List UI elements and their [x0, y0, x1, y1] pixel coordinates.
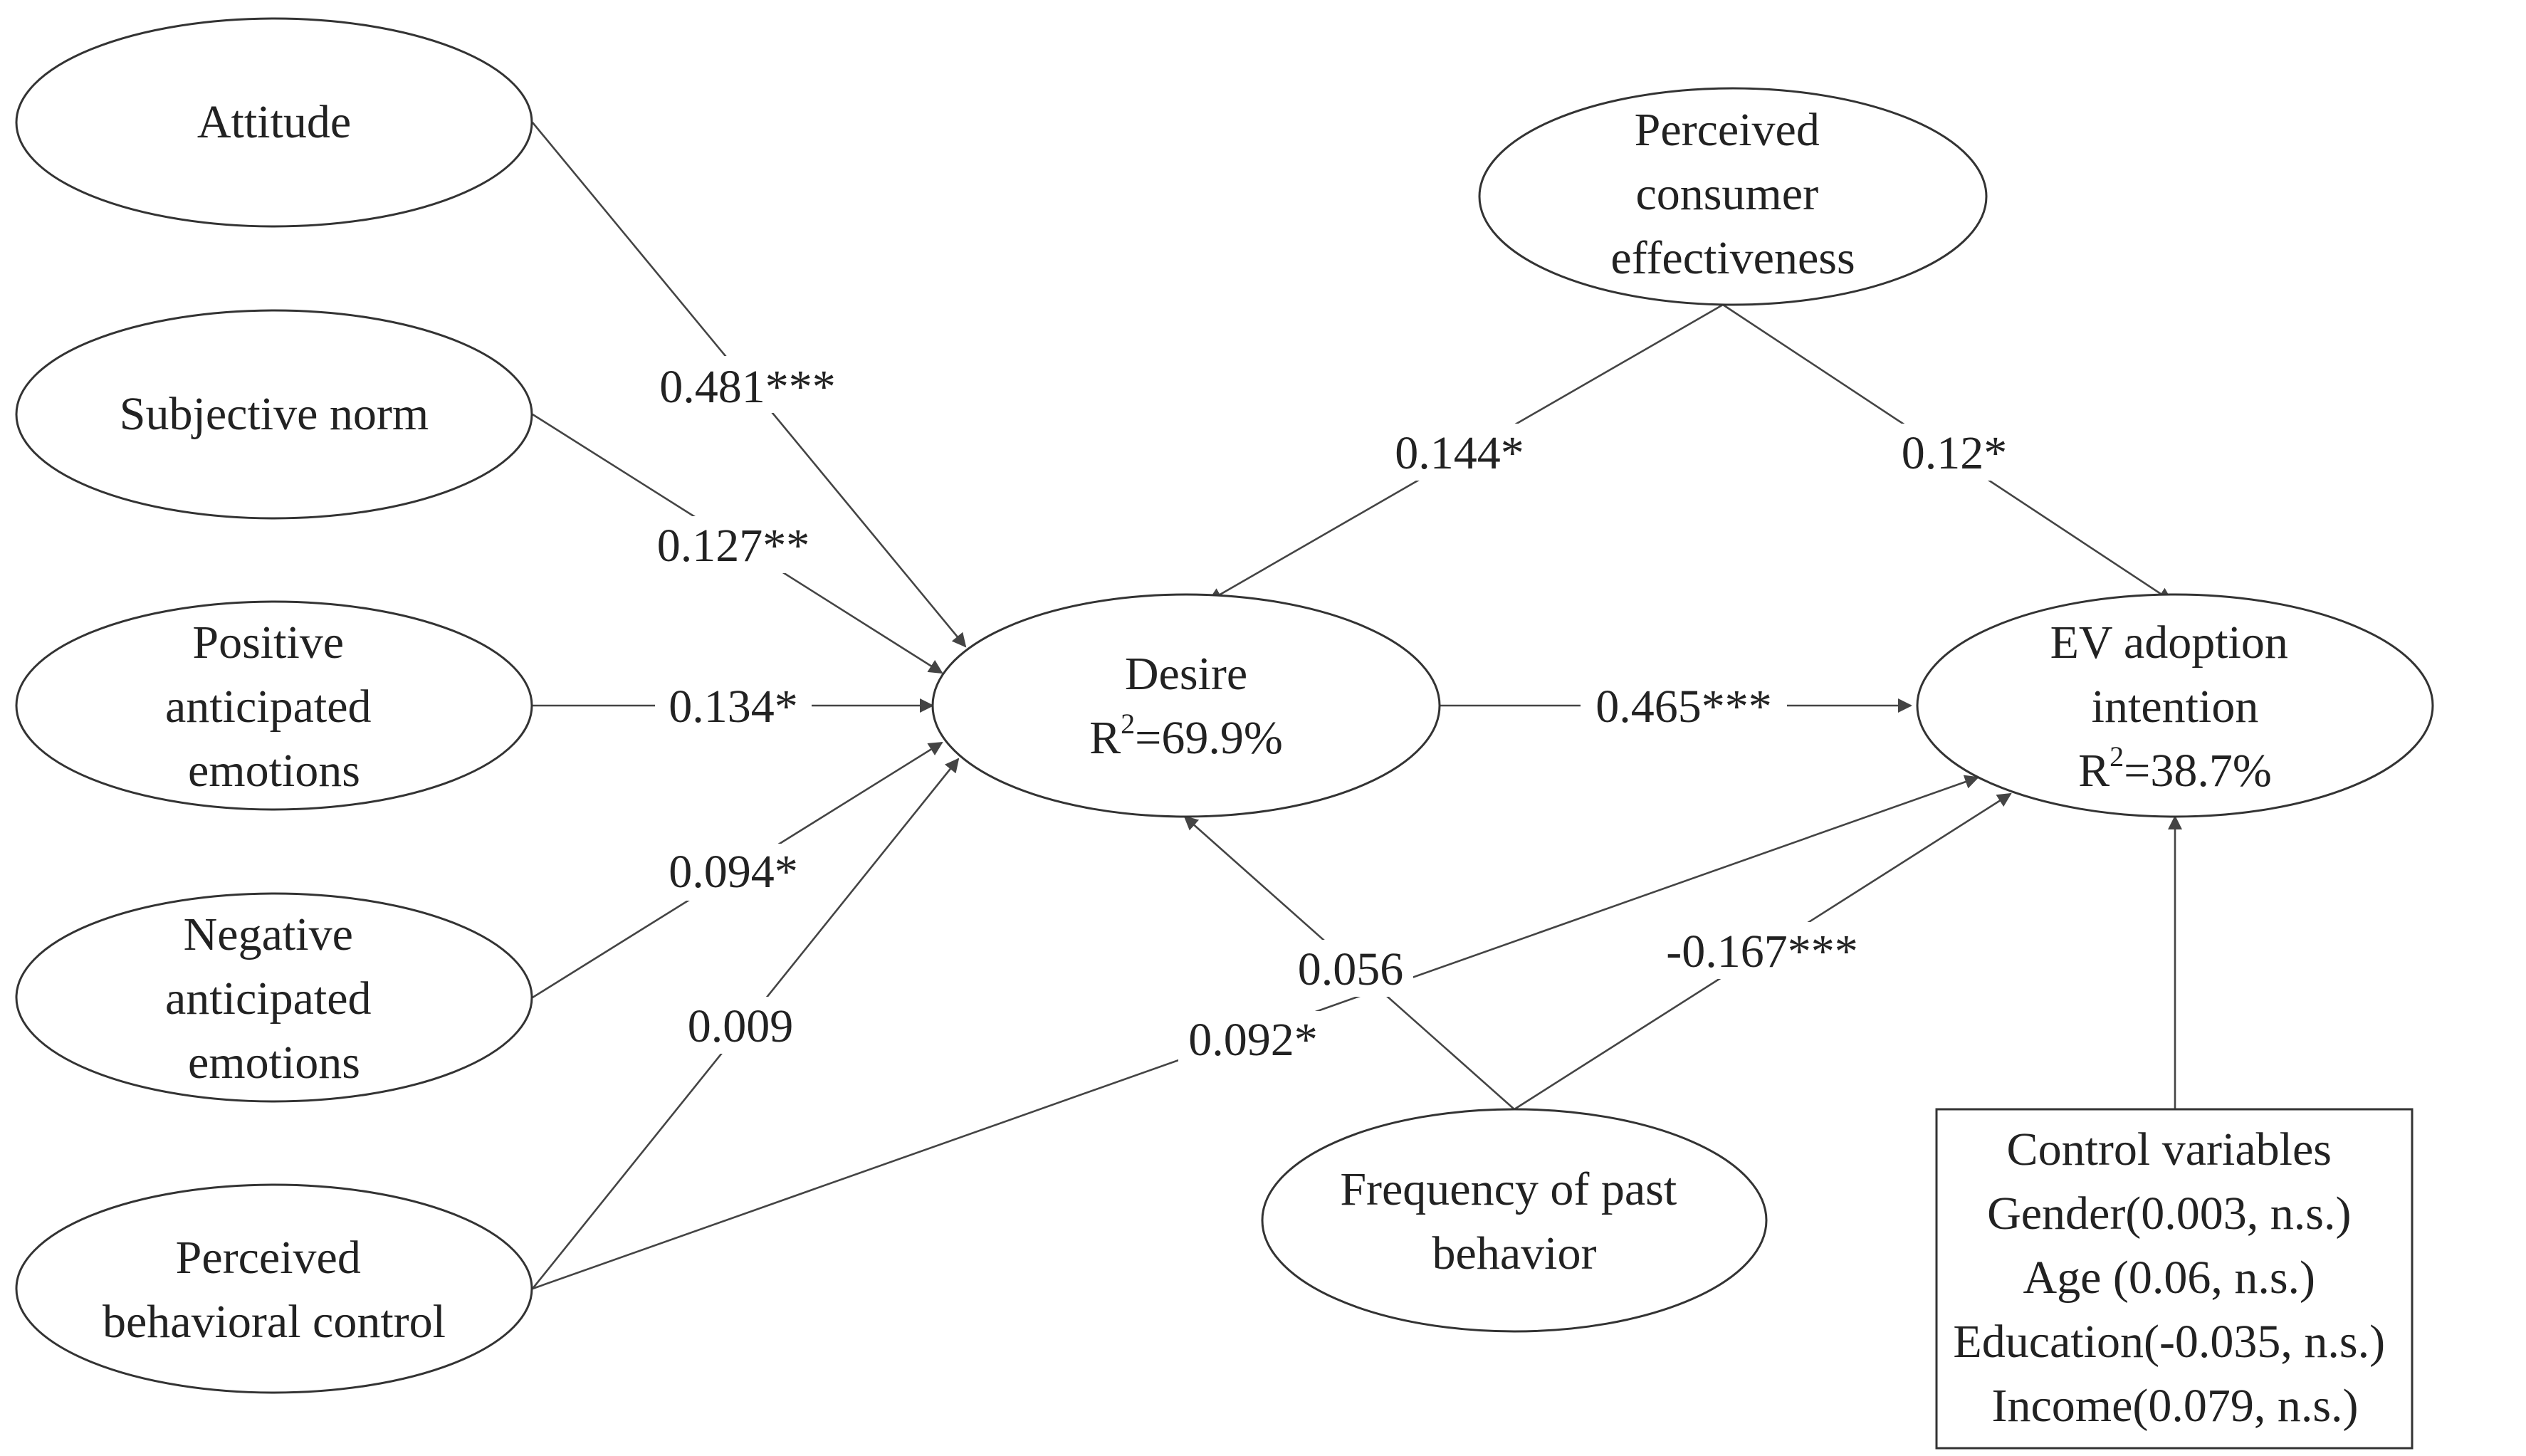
node-pce — [1478, 87, 1988, 306]
coef-desire-intention: 0.465*** — [1595, 681, 1772, 733]
subjective-norm-label: Subjective norm — [120, 388, 429, 440]
coef-past-desire: 0.056 — [1298, 943, 1404, 995]
ev-intention-r2: R2=38.7% — [2078, 740, 2272, 797]
attitude-label: Attitude — [197, 96, 351, 148]
ev-intention-label: EV adoption intention — [2050, 617, 2300, 733]
desire-label: Desire — [1125, 648, 1247, 700]
coef-pce-desire: 0.144* — [1395, 427, 1524, 479]
coef-past-intention: -0.167*** — [1666, 926, 1857, 978]
pce-label: Perceived consumer effectiveness — [1610, 104, 1855, 284]
coef-pce-intention: 0.12* — [1902, 427, 2008, 479]
node-labels: Attitude Subjective norm Positive antici… — [103, 96, 2396, 1432]
coef-attitude-desire: 0.481*** — [659, 361, 836, 413]
coef-positive-desire: 0.134* — [669, 681, 798, 733]
desire-r2: R2=69.9% — [1089, 708, 1283, 764]
node-past-behavior — [1261, 1108, 1768, 1333]
node-pbc — [15, 1183, 533, 1394]
node-subjective-norm — [15, 309, 533, 520]
node-ev-intention — [1916, 593, 2434, 818]
coef-pbc-desire: 0.009 — [688, 1000, 794, 1052]
pbc-label: Perceived behavioral control — [103, 1232, 446, 1348]
past-behavior-label: Frequency of past behavior — [1340, 1163, 1688, 1279]
node-desire — [931, 593, 1441, 818]
edge-labels: 0.481*** 0.127** 0.134* 0.094* 0.009 0.0… — [641, 356, 2015, 1068]
positive-emotions-label: Positive anticipated emotions — [165, 617, 383, 797]
negative-emotions-label: Negative anticipated emotions — [165, 908, 383, 1089]
node-positive-emotions — [15, 600, 533, 811]
coef-subjective-norm-desire: 0.127** — [657, 520, 810, 572]
node-controls — [1935, 1108, 2414, 1450]
nodes — [15, 17, 2434, 1450]
coef-pbc-intention: 0.092* — [1188, 1014, 1318, 1066]
node-negative-emotions — [15, 892, 533, 1103]
coef-negative-desire: 0.094* — [669, 846, 798, 898]
controls-label: Control variables Gender(0.003, n.s.) Ag… — [1953, 1124, 2396, 1432]
node-attitude — [15, 17, 533, 228]
